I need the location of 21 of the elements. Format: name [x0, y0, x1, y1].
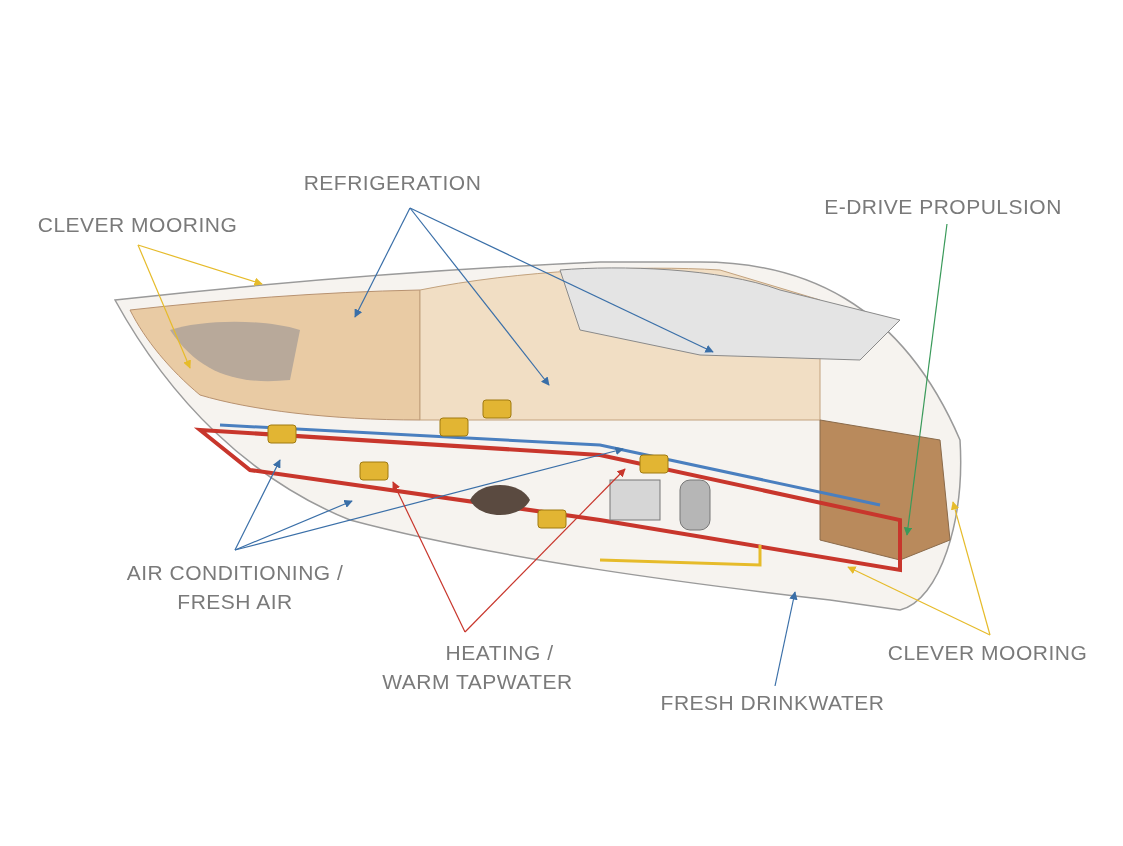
leader-line: [137, 244, 263, 286]
leader-line: [137, 244, 191, 369]
leader-line: [847, 566, 991, 636]
callout-label: AIR CONDITIONING / FRESH AIR: [100, 558, 370, 616]
leader-line: [392, 481, 466, 633]
leader-line: [409, 207, 714, 353]
leader-line: [903, 223, 948, 536]
callout-label: REFRIGERATION: [290, 168, 495, 197]
callout-label: CLEVER MOORING: [875, 638, 1100, 667]
leader-line: [234, 500, 353, 551]
leader-line: [234, 459, 281, 551]
leader-line: [951, 501, 991, 636]
leader-line: [354, 207, 411, 318]
leader-line: [409, 207, 550, 386]
callout-label: HEATING / WARM TAPWATER: [370, 638, 585, 696]
leader-line: [464, 468, 626, 633]
callout-label: E-DRIVE PROPULSION: [808, 192, 1078, 221]
leader-line: [774, 591, 798, 687]
leader-line: [234, 446, 624, 551]
callout-label: FRESH DRINKWATER: [645, 688, 900, 717]
callout-label: CLEVER MOORING: [25, 210, 250, 239]
